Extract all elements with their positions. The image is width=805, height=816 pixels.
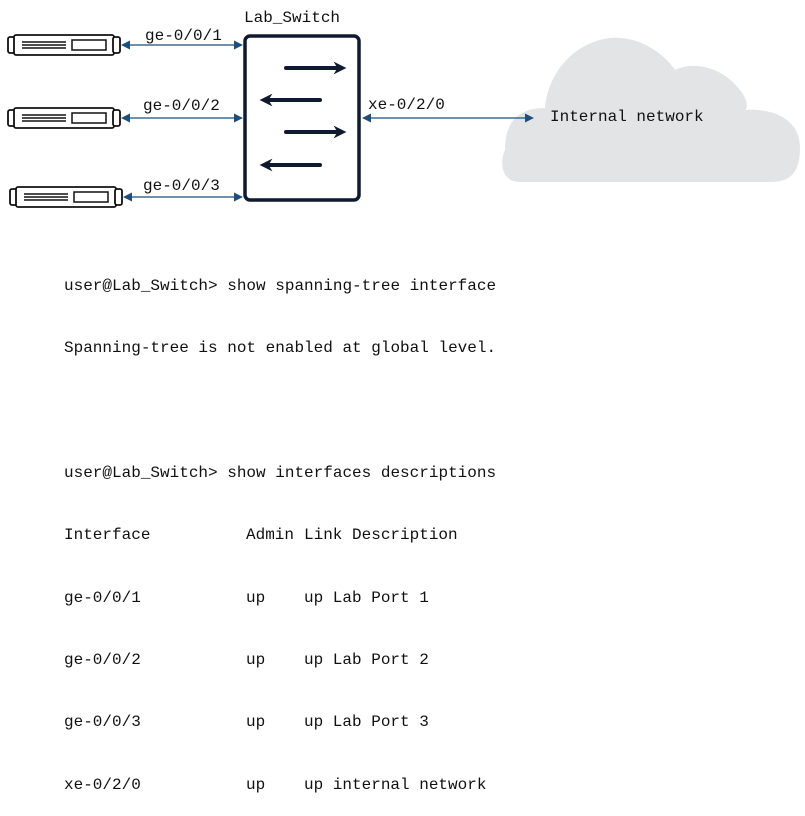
- port-label-ge-0-0-2: ge-0/0/2: [143, 97, 220, 115]
- table-header: Interface Admin Link Description: [64, 525, 496, 546]
- header-link-description: Link Description: [304, 526, 458, 545]
- cli-command-interfaces: user@Lab_Switch> show interfaces descrip…: [64, 463, 497, 482]
- uplink-label: xe-0/2/0: [368, 96, 445, 114]
- cli-output: user@Lab_Switch> show spanning-tree inte…: [64, 234, 496, 816]
- network-diagram: Internal network Lab_Switch: [7, 9, 800, 208]
- cell-link-description: up Lab Port 1: [304, 588, 429, 607]
- cloud-label: Internal network: [550, 108, 704, 126]
- port-label-ge-0-0-1: ge-0/0/1: [145, 27, 222, 45]
- cell-link-description: up Lab Port 2: [304, 650, 429, 669]
- server-3: [9, 186, 123, 208]
- cli-output-spanning-tree: Spanning-tree is not enabled at global l…: [64, 338, 497, 357]
- cell-interface: ge-0/0/2: [64, 650, 141, 669]
- table-row: ge-0/0/2 up up Lab Port 2: [64, 650, 496, 671]
- cli-command-spanning-tree: user@Lab_Switch> show spanning-tree inte…: [64, 276, 497, 295]
- cell-admin: up: [246, 713, 266, 732]
- switch-icon: [259, 61, 347, 172]
- cell-admin: up: [246, 650, 266, 669]
- header-interface: Interface: [64, 526, 151, 545]
- cell-admin: up: [246, 588, 266, 607]
- cell-link-description: up internal network: [304, 775, 487, 794]
- server-1: [7, 34, 121, 56]
- cell-link-description: up Lab Port 3: [304, 713, 429, 732]
- table-row: ge-0/0/1 up up Lab Port 1: [64, 588, 496, 609]
- cell-admin: up: [246, 775, 266, 794]
- header-admin: Admin: [246, 526, 295, 545]
- cell-interface: xe-0/2/0: [64, 775, 141, 794]
- server-2: [7, 107, 121, 129]
- table-row: ge-0/0/3 up up Lab Port 3: [64, 712, 496, 733]
- table-row: xe-0/2/0 up up internal network: [64, 775, 496, 796]
- switch-label: Lab_Switch: [244, 9, 340, 27]
- cell-interface: ge-0/0/3: [64, 713, 141, 732]
- internal-network-cloud: [502, 37, 800, 182]
- lab-switch: [243, 34, 361, 202]
- port-label-ge-0-0-3: ge-0/0/3: [143, 177, 220, 195]
- cell-interface: ge-0/0/1: [64, 588, 141, 607]
